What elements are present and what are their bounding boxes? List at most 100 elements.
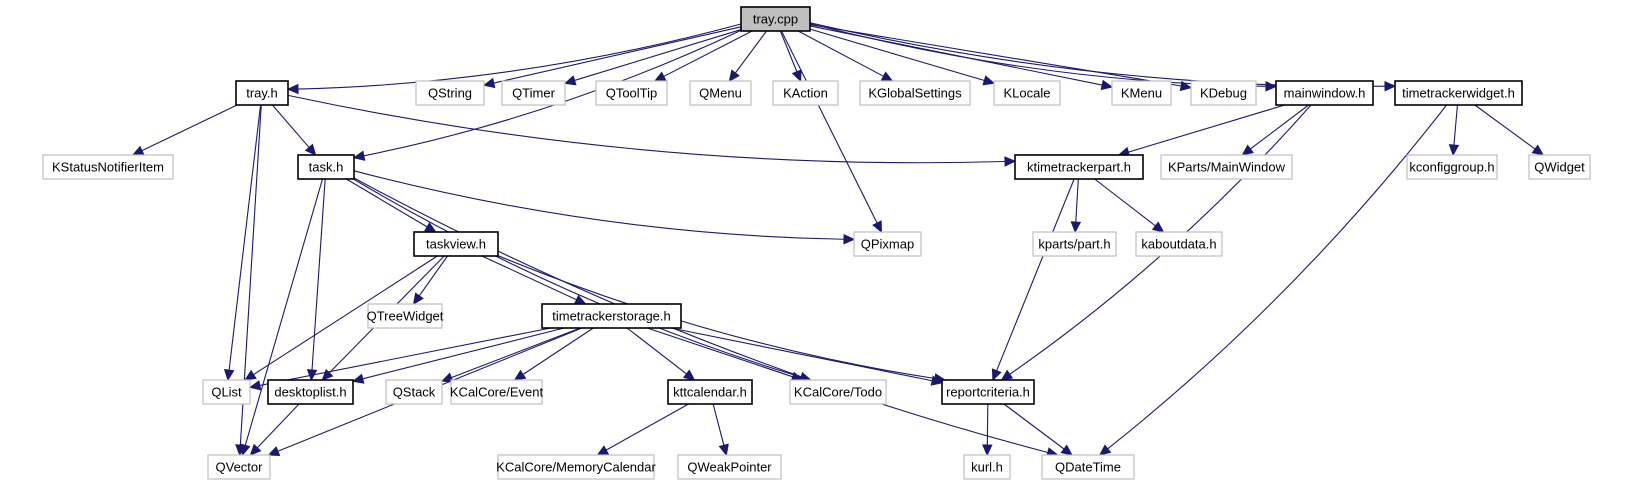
edge-tray_h-to-task_h	[271, 104, 310, 148]
node-box	[772, 80, 839, 106]
node-box	[1190, 80, 1257, 106]
node-label: QList	[211, 385, 242, 400]
arrowhead-tray_cpp-to-QTimer	[563, 75, 577, 86]
arrowhead-ktimetrackerpart_h-to-kaboutdata_h	[1151, 221, 1165, 233]
edge-taskview_h-to-timetrackerstorage_h	[481, 255, 577, 301]
node-box	[1014, 154, 1144, 180]
edge-task_h-to-desktoplist_h	[311, 178, 326, 371]
node-label: tray.h	[246, 86, 278, 101]
node-box	[367, 303, 443, 329]
node-box	[853, 231, 922, 257]
node-box	[267, 379, 354, 405]
arrowhead-tray_cpp-to-KLocale	[982, 75, 996, 86]
node-label: kparts/part.h	[1038, 237, 1110, 252]
edge-tray_h-to-QList	[228, 104, 262, 371]
node-KAction: KAction	[772, 80, 839, 106]
edge-reportcriteria_h-to-kurl_h	[986, 403, 989, 446]
node-taskview_h[interactable]: taskview.h	[413, 231, 499, 257]
edge-ktimetrackerpart_h-to-kaboutdata_h	[1094, 178, 1156, 227]
node-box	[202, 379, 251, 405]
node-box	[1135, 231, 1223, 257]
edge-timetrackerwidget_h-to-QWidget	[1474, 104, 1536, 150]
node-timetrackerstorage_h[interactable]: timetrackerstorage.h	[541, 303, 682, 329]
node-box	[859, 80, 971, 106]
edge-tray_h-to-ktimetrackerpart_h	[287, 94, 1006, 164]
node-label: QMenu	[699, 86, 742, 101]
node-tray_cpp[interactable]: tray.cpp	[740, 6, 811, 32]
node-label: QPixmap	[861, 237, 914, 252]
node-label: kaboutdata.h	[1141, 237, 1216, 252]
node-QTimer: QTimer	[501, 80, 566, 106]
edge-timetrackerwidget_h-to-kconfiggroup_h	[1453, 104, 1458, 146]
node-label: KLocale	[1004, 86, 1051, 101]
node-task_h[interactable]: task.h	[297, 154, 355, 180]
node-box	[1275, 80, 1374, 106]
node-label: kttcalendar.h	[673, 385, 747, 400]
edge-task_h-to-taskview_h	[345, 178, 428, 228]
arrowhead-ktimetrackerpart_h-to-kparts_part_h	[1070, 221, 1082, 234]
arrowhead-timetrackerwidget_h-to-QWidget	[1531, 144, 1545, 156]
node-label: QTimer	[512, 86, 556, 101]
node-desktoplist_h[interactable]: desktoplist.h	[267, 379, 354, 405]
arrowhead-tray_cpp-to-QString	[482, 77, 496, 89]
edge-desktoplist_h-to-QVector	[256, 403, 300, 449]
edge-tray_h-to-KStatusNotifierItem	[141, 104, 238, 152]
node-box	[1406, 154, 1498, 180]
edge-mainwindow_h-to-KPartsMainWindow	[1250, 104, 1309, 150]
node-box	[207, 454, 271, 480]
node-label: timetrackerwidget.h	[1402, 86, 1515, 101]
arrowhead-timetrackerstorage_h-to-QVector	[267, 446, 281, 456]
edge-taskview_h-to-QTreeWidget	[418, 255, 448, 297]
arrowhead-tray_cpp-to-task_h	[352, 150, 366, 161]
node-KCalCoreTodo: KCalCore/Todo	[789, 379, 887, 405]
node-label: QStack	[393, 385, 436, 400]
arrowhead-tray_cpp-to-tray_h	[286, 83, 299, 95]
arrowhead-tray_cpp-to-KGlobalSettings	[880, 71, 894, 82]
node-label: QDateTime	[1055, 460, 1121, 475]
node-label: KCalCore/MemoryCalendar	[496, 460, 656, 475]
node-QPixmap: QPixmap	[853, 231, 922, 257]
arrowhead-reportcriteria_h-to-QDateTime	[1060, 444, 1073, 456]
node-QWeakPointer: QWeakPointer	[677, 454, 782, 480]
node-KGlobalSettings: KGlobalSettings	[859, 80, 971, 106]
node-label: QTreeWidget	[367, 309, 444, 324]
arrowhead-reportcriteria_h-to-kurl_h	[982, 444, 993, 457]
edge-task_h-to-QVector	[244, 178, 324, 446]
edge-taskview_h-to-QList	[253, 255, 438, 376]
edge-tray_cpp-to-QMenu	[734, 30, 768, 74]
node-label: KAction	[783, 86, 828, 101]
node-QTreeWidget: QTreeWidget	[367, 303, 444, 329]
node-QStack: QStack	[385, 379, 443, 405]
edge-ktimetrackerpart_h-to-reportcriteria_h	[996, 178, 1075, 371]
edge-tray_cpp-to-KGlobalSettings	[797, 30, 884, 77]
node-label: QToolTip	[606, 86, 658, 101]
edge-kttcalendar_h-to-QWeakPointer	[712, 403, 725, 446]
arrowhead-tray_cpp-to-mainwindow_h	[1265, 81, 1278, 92]
edge-task_h-to-QPixmap	[353, 170, 845, 240]
node-kttcalendar_h[interactable]: kttcalendar.h	[667, 379, 753, 405]
node-tray_h[interactable]: tray.h	[235, 80, 289, 106]
node-kaboutdata_h: kaboutdata.h	[1135, 231, 1223, 257]
arrowhead-task_h-to-QPixmap	[843, 233, 856, 245]
arrowhead-task_h-to-QVector	[240, 443, 251, 457]
node-box	[297, 154, 355, 180]
node-QDateTime: QDateTime	[1041, 454, 1135, 480]
node-box	[385, 379, 443, 405]
node-reportcriteria_h[interactable]: reportcriteria.h	[941, 379, 1035, 405]
node-label: task.h	[309, 160, 344, 175]
arrowhead-desktoplist_h-to-QVector	[249, 443, 262, 456]
node-box	[963, 454, 1011, 480]
node-label: KStatusNotifierItem	[52, 160, 164, 175]
node-box	[689, 80, 752, 106]
node-box	[941, 379, 1035, 405]
node-label: tray.cpp	[753, 12, 798, 27]
node-timetrackerwidget_h[interactable]: timetrackerwidget.h	[1394, 80, 1523, 106]
edge-timetrackerstorage_h-to-desktoplist_h	[362, 327, 565, 380]
node-mainwindow_h[interactable]: mainwindow.h	[1275, 80, 1374, 106]
node-box	[42, 154, 174, 180]
node-label: QString	[428, 86, 472, 101]
node-box	[497, 454, 655, 480]
node-label: KGlobalSettings	[868, 86, 962, 101]
node-ktimetrackerpart_h[interactable]: ktimetrackerpart.h	[1014, 154, 1144, 180]
